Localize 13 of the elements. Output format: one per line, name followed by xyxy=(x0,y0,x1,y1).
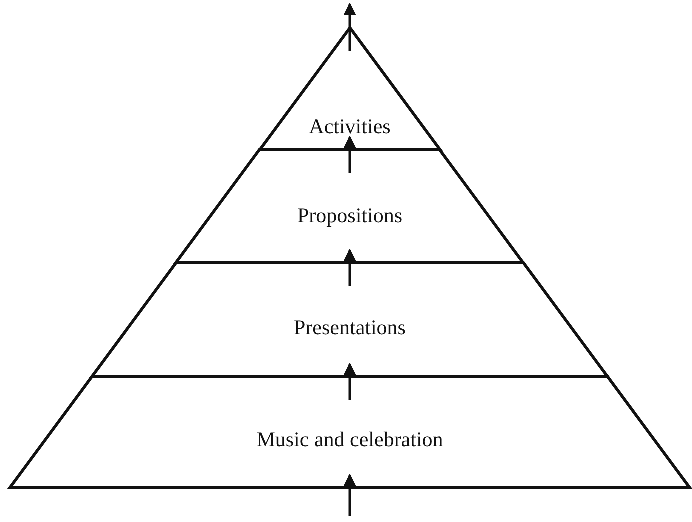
pyramid-level xyxy=(176,150,524,263)
pyramid-level xyxy=(10,377,690,488)
pyramid-level xyxy=(92,263,608,377)
level-label: Presentations xyxy=(294,316,406,340)
arrow xyxy=(344,2,356,51)
level-label: Activities xyxy=(309,114,391,140)
arrow xyxy=(344,136,356,173)
level-label: Music and celebration xyxy=(256,428,444,452)
arrow xyxy=(344,474,356,516)
level-label: Propositions xyxy=(297,204,402,228)
arrow xyxy=(344,362,356,400)
arrow xyxy=(344,248,356,286)
pyramid-apex xyxy=(260,28,440,150)
